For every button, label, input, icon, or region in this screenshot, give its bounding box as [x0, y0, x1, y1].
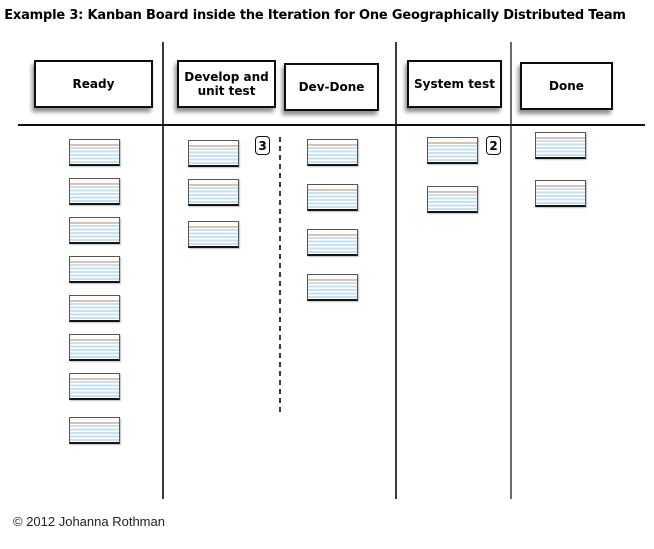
story-card [307, 274, 358, 301]
column-divider-line [162, 42, 164, 499]
column-header-label: Develop and unit test [184, 69, 269, 98]
column-header-label: System test [414, 76, 495, 91]
diagram-title: Example 3: Kanban Board inside the Itera… [4, 8, 626, 23]
story-card [69, 295, 120, 322]
column-cards-ready [69, 139, 120, 444]
wip-limit-badge-system-test: 2 [486, 136, 501, 155]
story-card [69, 139, 120, 166]
story-card [427, 186, 478, 213]
story-card [69, 417, 120, 444]
wip-boundary-dashed-line [279, 137, 281, 415]
column-header-label: Dev-Done [298, 79, 365, 94]
column-header-develop-and-unit-test: Develop and unit test [177, 60, 276, 108]
header-separator-line [18, 124, 645, 126]
story-card [535, 180, 586, 207]
story-card [188, 140, 239, 167]
column-header-label: Done [549, 78, 584, 93]
column-header-label: Ready [72, 76, 115, 91]
column-cards-system-test [427, 137, 478, 213]
column-divider-line [510, 42, 512, 499]
column-cards-dev-done [307, 139, 358, 301]
story-card [69, 334, 120, 361]
story-card [69, 256, 120, 283]
column-header-ready: Ready [34, 60, 153, 108]
column-header-done: Done [520, 62, 613, 110]
column-cards-done [535, 132, 586, 207]
story-card [307, 139, 358, 166]
copyright-text: © 2012 Johanna Rothman [13, 514, 165, 529]
wip-limit-badge-develop: 3 [255, 136, 270, 155]
column-header-system-test: System test [407, 60, 502, 108]
column-cards-develop [188, 140, 239, 248]
column-divider-line [395, 42, 397, 499]
story-card [188, 179, 239, 206]
story-card [307, 229, 358, 256]
story-card [69, 373, 120, 400]
story-card [69, 178, 120, 205]
column-header-dev-done: Dev-Done [284, 63, 379, 111]
story-card [535, 132, 586, 159]
story-card [427, 137, 478, 164]
story-card [188, 221, 239, 248]
story-card [69, 217, 120, 244]
story-card [307, 184, 358, 211]
